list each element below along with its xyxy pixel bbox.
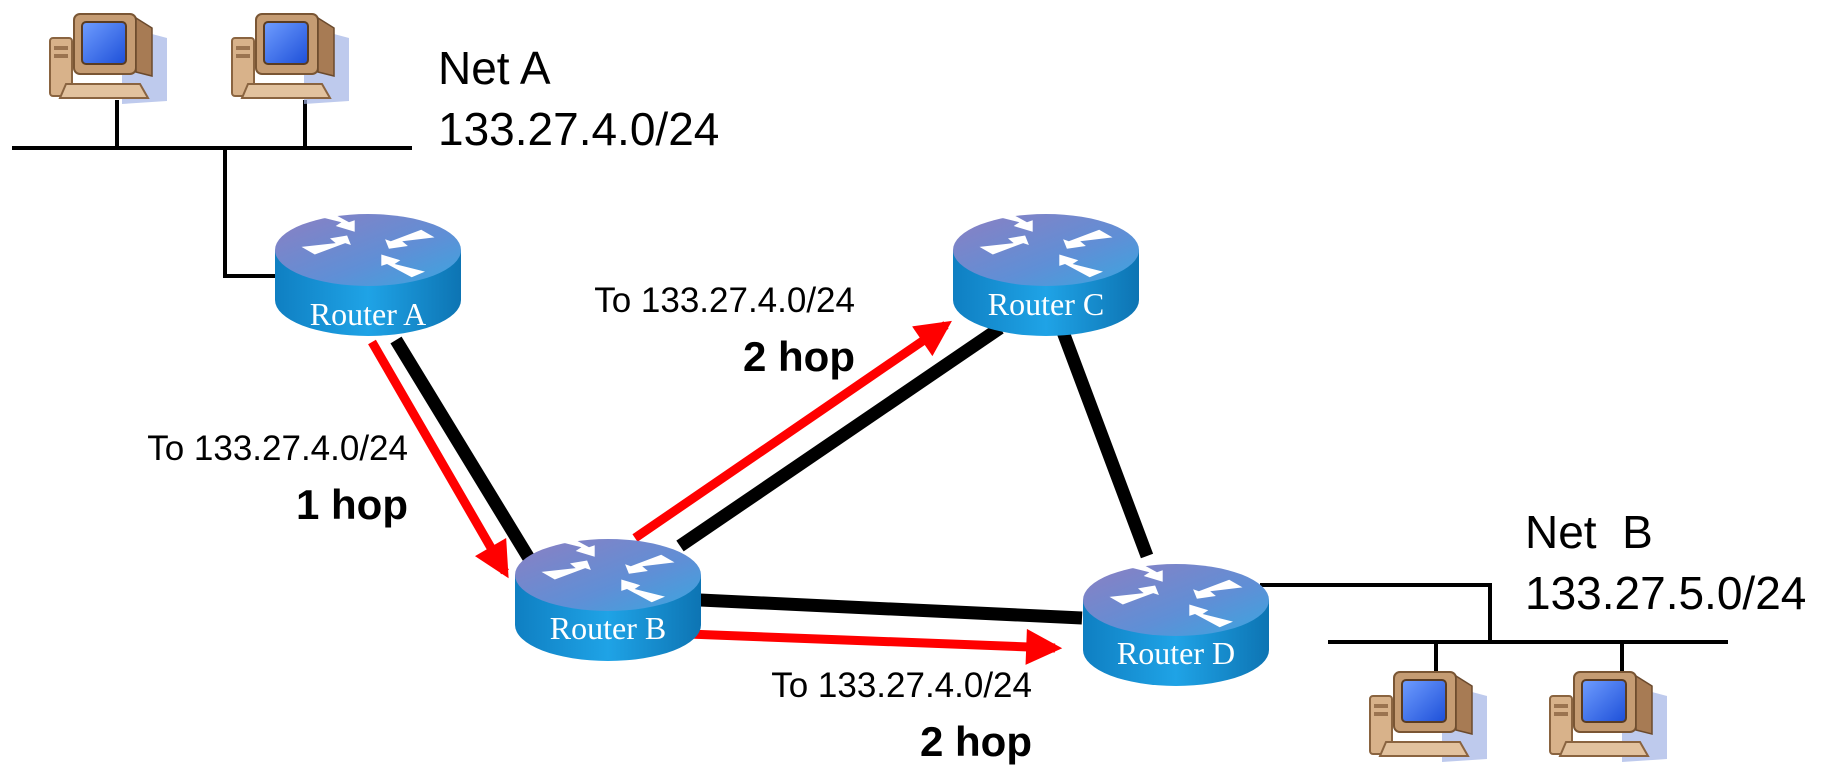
router-label: Router C <box>988 286 1104 322</box>
router-label: Router A <box>310 296 426 332</box>
router-links <box>390 322 1154 625</box>
link-router-c-router-d <box>1056 329 1154 559</box>
desktop-computer-icon <box>1549 671 1668 763</box>
net-a-segment <box>12 13 412 278</box>
desktop-computer-icon <box>1369 671 1488 763</box>
desktop-computer-icon <box>49 13 168 105</box>
link-router-b-router-c <box>676 322 1004 552</box>
advertisement-hops-b-to-c: 2 hop <box>743 333 855 380</box>
router-label: Router D <box>1117 635 1235 671</box>
advertisement-arrow-b-to-c <box>632 320 952 542</box>
router-icon <box>953 208 1139 336</box>
advertisement-route-b-to-d: To 133.27.4.0/24 <box>771 666 1032 705</box>
advertisement-arrow-a-to-b <box>368 339 509 579</box>
router-icon <box>515 533 701 661</box>
advertisement-route-a-to-b: To 133.27.4.0/24 <box>147 429 408 468</box>
net-b-router-d-uplink <box>1260 583 1492 642</box>
net-b-prefix: 133.27.5.0/24 <box>1525 567 1806 619</box>
advertisement-hops-a-to-b: 1 hop <box>296 481 408 528</box>
link-router-b-router-d <box>699 593 1083 625</box>
net-a-name: Net A <box>438 42 551 94</box>
router-icon <box>275 208 461 336</box>
router-b: Router B <box>515 533 701 661</box>
advertisement-arrow-b-to-d <box>687 628 1063 665</box>
advertisement-hops-b-to-d: 2 hop <box>920 718 1032 765</box>
router-label: Router B <box>550 610 666 646</box>
net-a-router-a-uplink <box>223 148 290 278</box>
net-b-name: Net B <box>1525 506 1653 558</box>
router-icon <box>1083 558 1269 686</box>
desktop-computer-icon <box>231 13 350 105</box>
advertisement-route-b-to-c: To 133.27.4.0/24 <box>594 281 855 320</box>
advertisement-arrows <box>368 320 1063 665</box>
link-router-a-router-b <box>390 336 536 564</box>
router-a: Router A <box>275 208 461 336</box>
net-b-segment <box>1260 583 1728 763</box>
router-c: Router C <box>953 208 1139 336</box>
net-a-prefix: 133.27.4.0/24 <box>438 103 719 155</box>
router-d: Router D <box>1083 558 1269 686</box>
